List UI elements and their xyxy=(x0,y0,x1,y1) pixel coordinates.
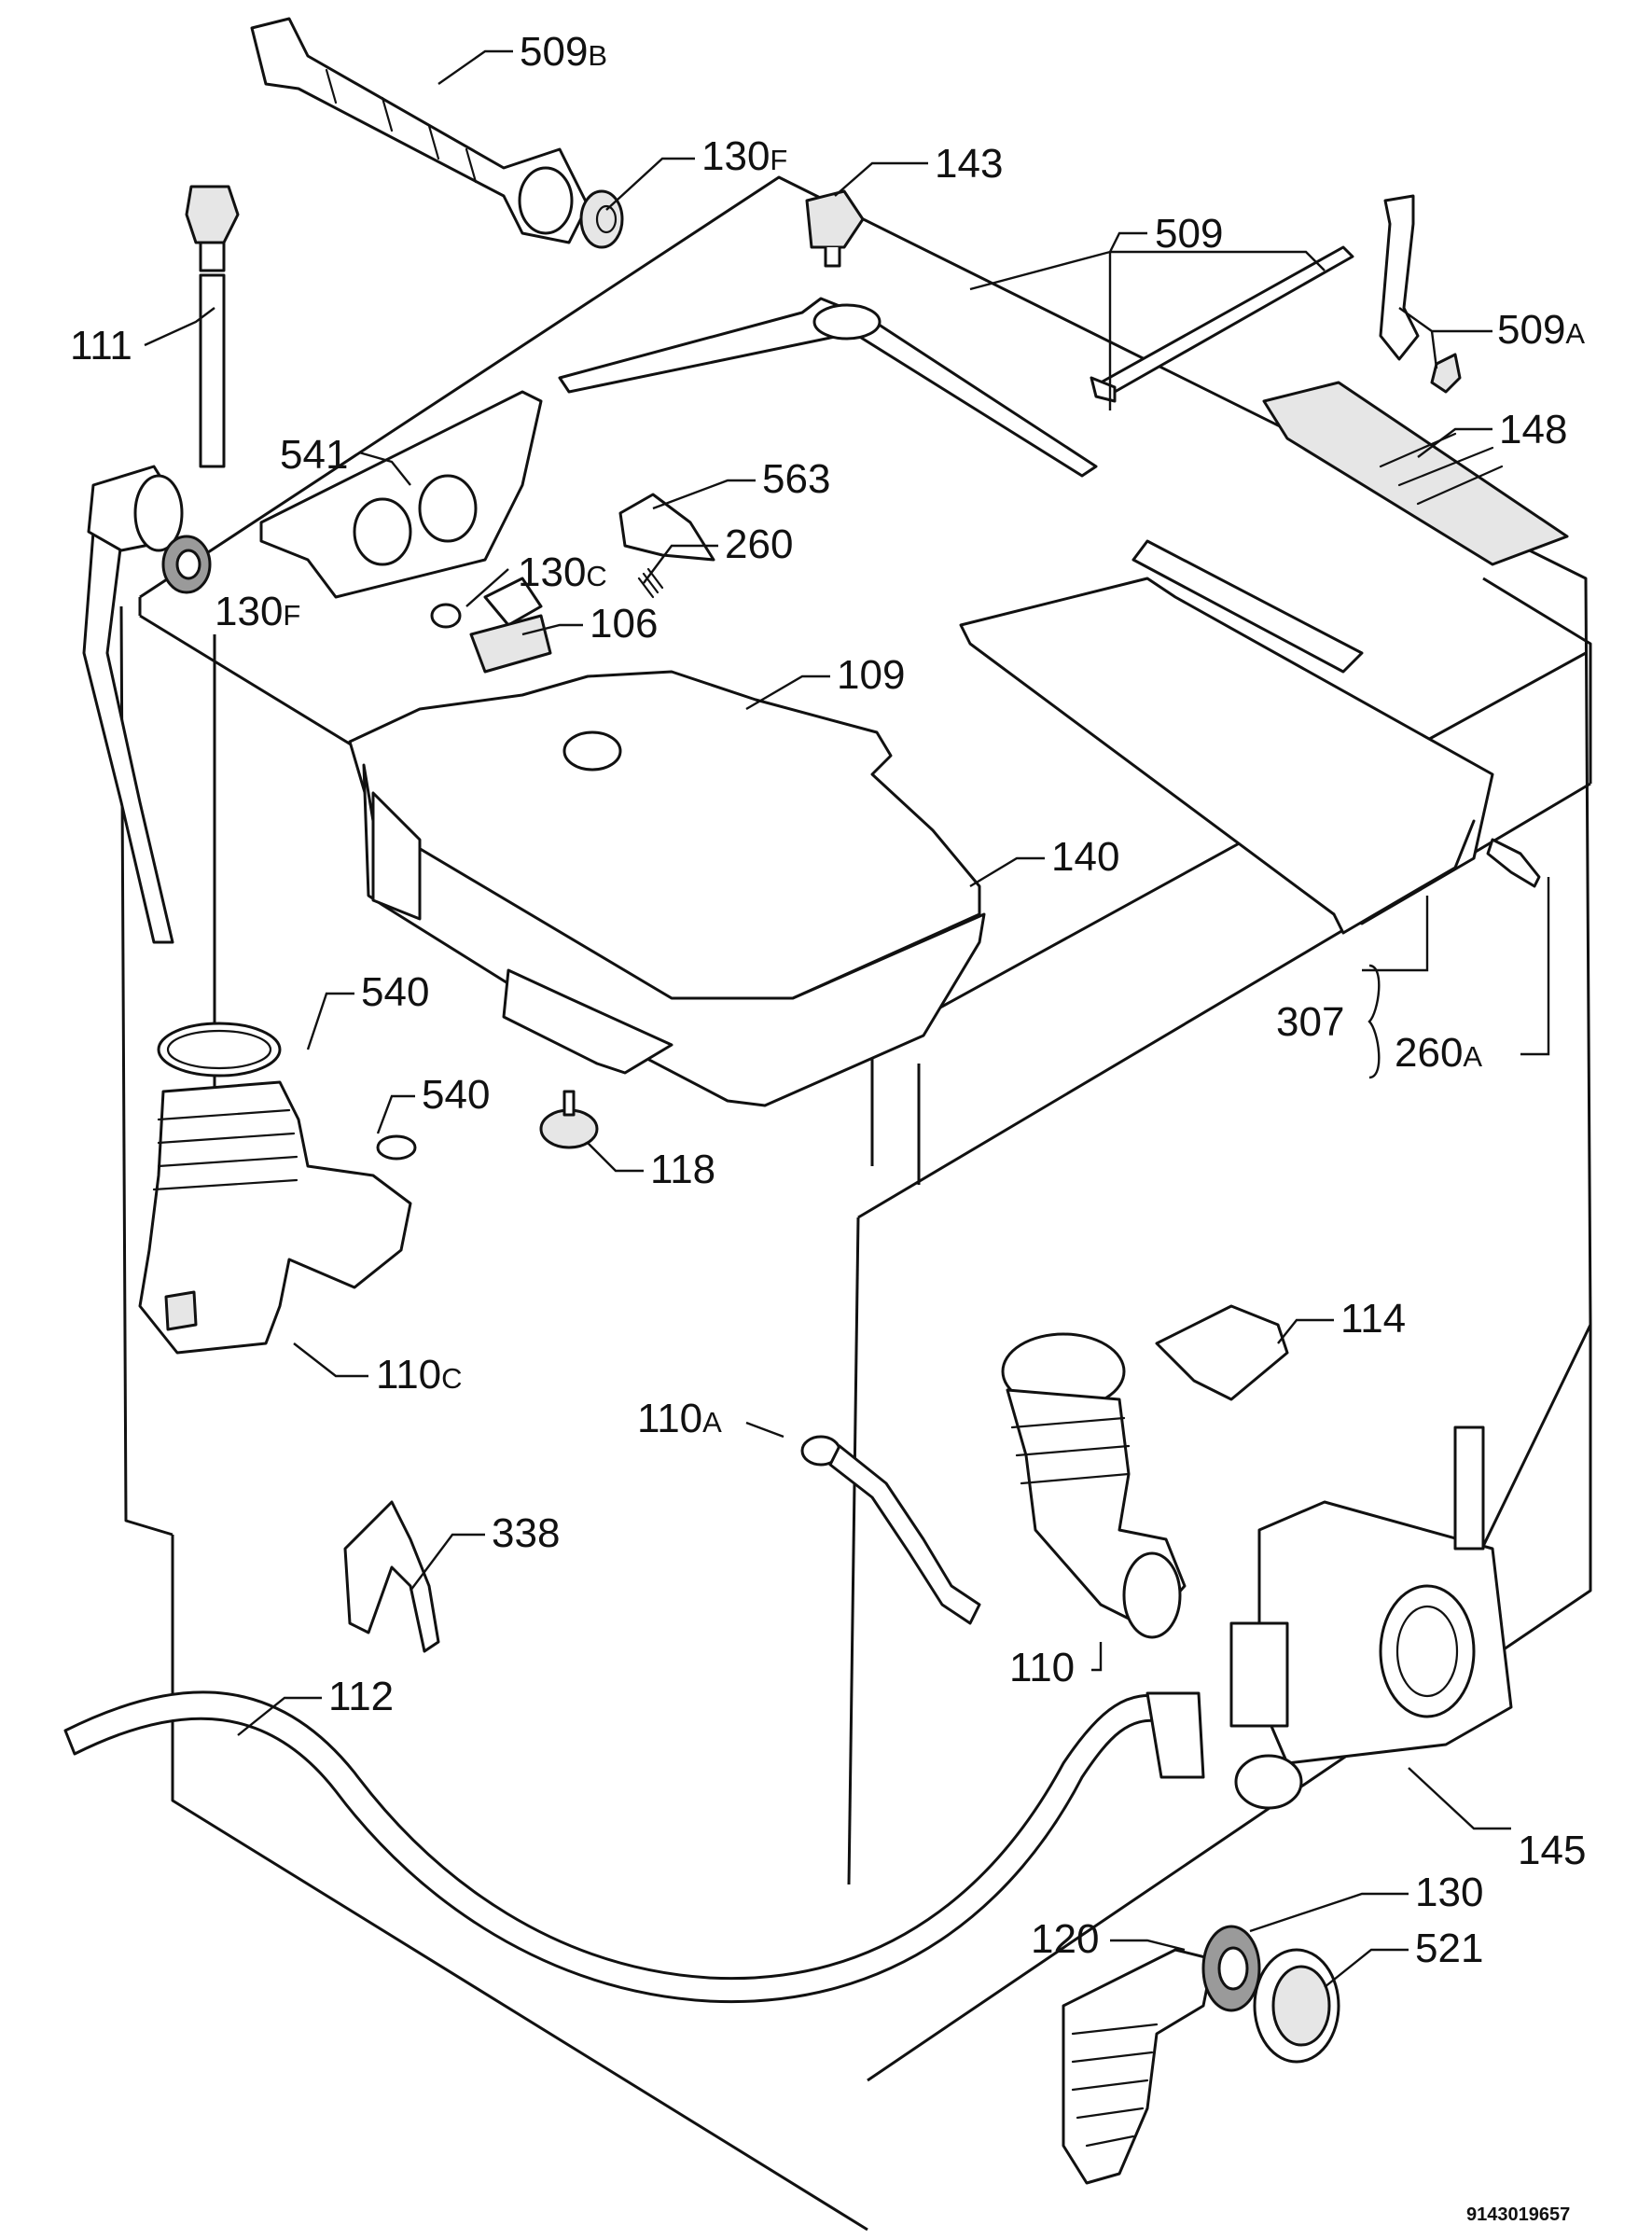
callout-110c: 110C xyxy=(376,1352,463,1398)
callout-563: 563 xyxy=(762,456,830,502)
callout-130f-top: 130F xyxy=(701,133,787,179)
part-bellows-110 xyxy=(1001,1332,1187,1639)
leader-lines xyxy=(144,49,1550,1988)
part-seal-130 xyxy=(1201,1925,1261,2012)
callout-509a: 509A xyxy=(1497,307,1585,353)
callout-labels: 509B 130F 143 509 509A 111 148 541 563 2… xyxy=(70,29,1586,1971)
callout-148: 148 xyxy=(1499,407,1567,452)
part-cap-521 xyxy=(1253,1948,1340,2064)
part-clamp-540-right xyxy=(376,1134,417,1161)
part-pump-145 xyxy=(1229,1425,1513,1810)
callout-111: 111 xyxy=(70,323,132,369)
callout-130f-left: 130F xyxy=(215,589,300,634)
part-clip-114 xyxy=(1155,1304,1289,1401)
callout-112: 112 xyxy=(328,1674,394,1719)
part-valve-118 xyxy=(539,1090,599,1149)
callout-130: 130 xyxy=(1415,1870,1483,1915)
callout-120: 120 xyxy=(1031,1916,1099,1962)
part-valve-106 xyxy=(469,614,552,674)
callout-521: 521 xyxy=(1415,1926,1483,1971)
part-dispenser-lid-109 xyxy=(348,670,981,1000)
callout-540-right: 540 xyxy=(422,1072,490,1118)
callout-118: 118 xyxy=(650,1147,715,1192)
callout-110: 110 xyxy=(1009,1645,1075,1690)
callout-540-top: 540 xyxy=(361,969,429,1015)
callout-114: 114 xyxy=(1340,1296,1406,1342)
part-clamp-540-top xyxy=(157,1022,282,1078)
part-inlet-hose-111 xyxy=(82,185,240,944)
callout-140: 140 xyxy=(1051,834,1119,880)
callout-541: 541 xyxy=(280,432,348,478)
part-lever-509a xyxy=(1379,194,1462,394)
callout-260: 260 xyxy=(725,522,793,567)
part-filter-120 xyxy=(1062,1948,1215,2185)
part-trim-541 xyxy=(259,390,543,599)
part-hose-110a xyxy=(800,1435,981,1625)
callout-509b: 509B xyxy=(520,29,607,75)
callout-260a: 260A xyxy=(1395,1030,1482,1076)
document-id: 9143019657 xyxy=(1466,2204,1570,2225)
callout-145: 145 xyxy=(1518,1828,1586,1873)
callout-143: 143 xyxy=(935,141,1003,187)
part-knob-143 xyxy=(805,189,865,268)
part-cam-563 xyxy=(618,493,715,562)
callout-338: 338 xyxy=(492,1510,560,1556)
callout-307: 307 xyxy=(1276,999,1344,1045)
part-dispenser-tray-140 xyxy=(362,763,986,1107)
part-connector-130c xyxy=(430,577,543,629)
part-arm-509 xyxy=(558,245,1354,478)
callout-509: 509 xyxy=(1155,211,1223,257)
callout-106: 106 xyxy=(590,601,658,647)
part-nut-130f-left xyxy=(161,535,212,594)
part-inlet-pipe-509b xyxy=(250,17,590,244)
callout-110a: 110A xyxy=(637,1396,722,1441)
part-drain-hose-112 xyxy=(63,1690,1205,2004)
part-bellows-110c xyxy=(138,1080,412,1355)
part-clip-338 xyxy=(343,1500,440,1653)
callout-109: 109 xyxy=(837,652,905,698)
part-bracket-148 xyxy=(1262,381,1569,566)
callout-130c: 130C xyxy=(518,549,607,595)
part-clip-260a xyxy=(1486,838,1541,888)
part-drawer-307 xyxy=(959,539,1494,935)
